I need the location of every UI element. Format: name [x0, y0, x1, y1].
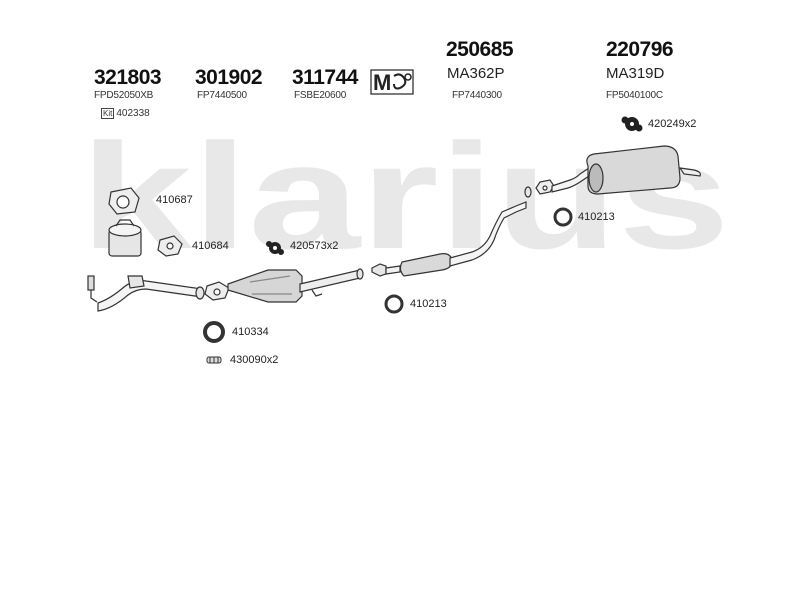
- rubber-mount-icon: [266, 241, 284, 255]
- clamp-icon: [206, 356, 222, 364]
- part-number-2: 301902: [195, 66, 263, 89]
- callout-label-410213-upper: 410213: [578, 211, 615, 223]
- callout-label-420573: 420573x2: [290, 240, 339, 252]
- part-number-4: 250685: [446, 38, 514, 61]
- callout-label-410334: 410334: [232, 326, 269, 338]
- mounting-logo-icon: M: [370, 69, 414, 95]
- flange-gasket-icon: [157, 235, 183, 257]
- kit-badge: Kit: [101, 108, 115, 119]
- gasket-icon: [108, 187, 140, 215]
- callout-label-420249: 420249x2: [648, 118, 697, 130]
- logo-text: M: [373, 70, 391, 95]
- ring-gasket-icon: [384, 294, 404, 314]
- part-ref-5: FP5040100C: [606, 90, 663, 101]
- kit-number: 402338: [116, 108, 150, 119]
- rear-silencer-icon: [551, 145, 701, 195]
- catalytic-converter-icon: [227, 268, 364, 303]
- center-silencer-icon: [371, 186, 532, 277]
- part-code-5: MA319D: [606, 65, 665, 82]
- callout-label-410684: 410684: [192, 240, 229, 252]
- part-number-1: 321803: [94, 66, 162, 89]
- part-ref-2: FP7440500: [197, 90, 247, 101]
- part-number-5: 220796: [606, 38, 674, 61]
- callout-label-430090: 430090x2: [230, 354, 279, 366]
- ring-gasket-icon: [203, 321, 225, 343]
- part-ref-3: FSBE20600: [294, 90, 347, 101]
- watermark-text: klarius: [80, 112, 730, 280]
- part-ref-4: FP7440300: [452, 90, 502, 101]
- oxygen-sensor-icon: [87, 275, 98, 303]
- callout-label-410213-lower: 410213: [410, 298, 447, 310]
- ring-gasket-icon: [553, 207, 573, 227]
- rear-flange-icon: [535, 179, 555, 195]
- part-code-4: MA362P: [447, 65, 505, 82]
- rubber-mount-icon: [621, 116, 643, 132]
- callout-label-410687: 410687: [156, 194, 193, 206]
- front-pipe-icon: [97, 275, 205, 312]
- part-ref-1: FPD52050XB: [94, 90, 154, 101]
- cylinder-gasket-icon: [108, 219, 142, 257]
- part-number-3: 311744: [292, 66, 358, 89]
- flange-gasket-icon: [204, 281, 230, 301]
